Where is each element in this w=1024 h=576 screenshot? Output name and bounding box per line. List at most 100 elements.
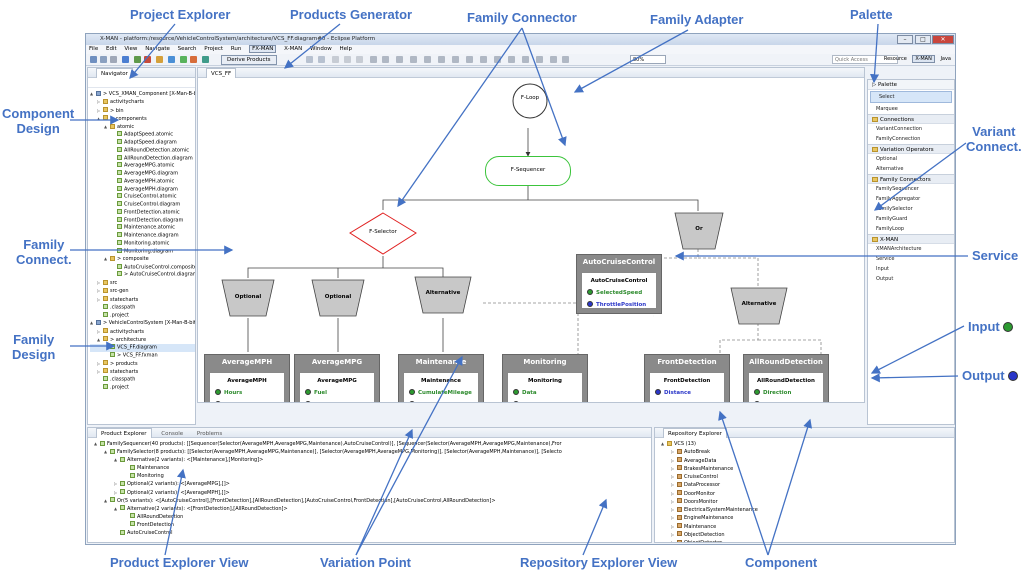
expand-arrow-icon[interactable]: ▲ bbox=[104, 497, 108, 503]
minimize-button[interactable]: – bbox=[897, 35, 913, 44]
palette-tool[interactable]: FamilyAggregator bbox=[876, 196, 921, 202]
tab-console[interactable]: Console bbox=[161, 431, 184, 437]
fill-color-icon[interactable] bbox=[344, 56, 351, 63]
product-tree-item[interactable]: FrontDetection bbox=[90, 521, 651, 529]
navigator-item[interactable]: VCS_FF.diagram bbox=[90, 344, 195, 352]
layout-icon[interactable] bbox=[452, 56, 459, 63]
component-maintenance[interactable]: MaintenanceMaintenanceCumulateMileageMes… bbox=[398, 354, 484, 402]
palette-tool[interactable]: FamilySelector bbox=[876, 206, 913, 212]
repository-item[interactable]: ▷DataProcessor bbox=[657, 481, 954, 489]
arrange-icon[interactable] bbox=[382, 56, 389, 63]
new-class-icon[interactable] bbox=[180, 56, 187, 63]
expand-arrow-icon[interactable]: ▷ bbox=[97, 360, 101, 366]
palette-tool[interactable]: VariantConnection bbox=[876, 126, 923, 132]
navigator-item[interactable]: ▲> architecture bbox=[90, 336, 195, 344]
input-port[interactable]: Fuel bbox=[305, 389, 374, 396]
expand-arrow-icon[interactable]: ▷ bbox=[671, 498, 675, 504]
navigator-item[interactable]: ▲> VehicleControlSystem [X-Man-B-bitbu bbox=[90, 319, 195, 327]
product-tree-item[interactable]: ▲Or(5 variants): <[AutoCruiseControl],[F… bbox=[90, 497, 651, 505]
navigator-item[interactable]: ▷activitycharts bbox=[90, 98, 195, 106]
palette-group-header[interactable]: Family Connectors bbox=[868, 174, 954, 184]
palette-tool[interactable]: FamilyConnection bbox=[876, 136, 921, 142]
expand-arrow-icon[interactable]: ▲ bbox=[104, 124, 108, 129]
navigator-item[interactable]: ▷statecharts bbox=[90, 368, 195, 376]
product-tree-item[interactable]: AutoCruiseControl bbox=[90, 529, 651, 537]
input-port[interactable]: SelectedSpeed bbox=[587, 289, 656, 296]
navigator-item[interactable]: ▷statecharts bbox=[90, 296, 195, 304]
expand-arrow-icon[interactable]: ▷ bbox=[97, 296, 101, 302]
repository-item[interactable]: ▷Maintenance bbox=[657, 523, 954, 531]
navigator-item[interactable]: .project bbox=[90, 383, 195, 392]
navigator-item[interactable]: AutoCruiseControl.composite bbox=[90, 263, 195, 272]
pin-icon[interactable] bbox=[508, 56, 515, 63]
menu-window[interactable]: Window bbox=[310, 46, 332, 52]
expand-arrow-icon[interactable]: ▲ bbox=[97, 336, 101, 342]
output-port[interactable]: Message bbox=[513, 401, 582, 402]
build-icon[interactable] bbox=[156, 56, 163, 63]
navigator-item[interactable]: .classpath bbox=[90, 303, 195, 312]
menu-navigate[interactable]: Navigate bbox=[145, 46, 170, 52]
palette-tool[interactable]: FamilyLoop bbox=[876, 226, 905, 232]
output-port[interactable]: ThrottlePosition bbox=[587, 301, 656, 308]
filter-icon[interactable] bbox=[522, 56, 529, 63]
menu-fx-man[interactable]: FX-MAN bbox=[249, 45, 277, 53]
navigator-item[interactable]: Monitoring.atomic bbox=[90, 239, 195, 248]
product-tree-item[interactable]: Monitoring bbox=[90, 472, 651, 480]
expand-arrow-icon[interactable]: ▷ bbox=[114, 489, 118, 495]
input-port[interactable]: Hours bbox=[215, 389, 284, 396]
input-port[interactable]: CumulateMileage bbox=[409, 389, 478, 396]
expand-arrow-icon[interactable]: ▲ bbox=[97, 115, 101, 121]
f-loop-node[interactable] bbox=[510, 81, 550, 121]
distribute-icon[interactable] bbox=[410, 56, 417, 63]
navigator-item[interactable]: AdaptSpeed.atomic bbox=[90, 131, 195, 139]
expand-arrow-icon[interactable]: ▷ bbox=[97, 368, 101, 374]
expand-arrow-icon[interactable]: ▷ bbox=[671, 457, 675, 463]
input-port[interactable]: Data bbox=[513, 389, 582, 396]
connector-icon[interactable] bbox=[536, 56, 543, 63]
menu-project[interactable]: Project bbox=[204, 46, 224, 52]
f-selector-node[interactable] bbox=[348, 211, 418, 256]
maximize-button[interactable]: □ bbox=[915, 35, 931, 44]
align-icon[interactable] bbox=[370, 56, 377, 63]
navigator-item[interactable]: AverageMPH.atomic bbox=[90, 177, 195, 186]
expand-arrow-icon[interactable]: ▷ bbox=[114, 481, 118, 487]
expand-arrow-icon[interactable]: ▷ bbox=[97, 99, 101, 105]
palette-tool[interactable]: XMANArchitecture bbox=[876, 246, 922, 252]
menu-file[interactable]: File bbox=[89, 46, 99, 52]
input-port[interactable]: Direction bbox=[754, 389, 823, 396]
expand-arrow-icon[interactable]: ▷ bbox=[671, 474, 675, 479]
expand-arrow-icon[interactable]: ▷ bbox=[97, 328, 101, 334]
tab-navigator[interactable]: Navigator bbox=[96, 68, 133, 78]
palette-tool[interactable]: Service bbox=[876, 256, 895, 262]
input-port[interactable]: Miles bbox=[215, 401, 284, 402]
palette-tool[interactable]: Alternative bbox=[876, 166, 904, 172]
navigator-item[interactable]: ▷src-gen bbox=[90, 287, 195, 295]
undo-icon[interactable] bbox=[306, 56, 313, 63]
tool-icon[interactable] bbox=[190, 56, 197, 63]
navigator-item[interactable]: AllRoundDetection.diagram bbox=[90, 154, 195, 163]
palette-group-header[interactable]: Variation Operators bbox=[868, 144, 954, 154]
expand-arrow-icon[interactable]: ▷ bbox=[671, 507, 675, 512]
print-icon[interactable] bbox=[122, 56, 129, 63]
palette-group-header[interactable]: Connections bbox=[868, 114, 954, 124]
alternative-node-1[interactable] bbox=[413, 275, 473, 315]
navigator-item[interactable]: > VCS_FF.fxman bbox=[90, 351, 195, 360]
navigator-item[interactable]: AverageMPG.diagram bbox=[90, 170, 195, 178]
debug-icon[interactable] bbox=[144, 56, 151, 63]
alternative-node-2[interactable] bbox=[729, 286, 789, 326]
repository-item[interactable]: ▷ElectricalSystemMaintenance bbox=[657, 506, 954, 514]
component-averagempg[interactable]: AverageMPGAverageMPGFuelAverageMPGMiles bbox=[294, 354, 380, 402]
grid-icon[interactable] bbox=[438, 56, 445, 63]
repository-item[interactable]: ▷BrakesMaintenance bbox=[657, 465, 954, 473]
navigator-item[interactable]: CruiseControl.diagram bbox=[90, 201, 195, 209]
menu-edit[interactable]: Edit bbox=[105, 46, 117, 52]
menu-x-man[interactable]: X-MAN bbox=[284, 46, 303, 52]
expand-arrow-icon[interactable]: ▷ bbox=[671, 449, 675, 455]
derive-products-button[interactable]: Derive Products bbox=[221, 55, 277, 65]
optional-node-2[interactable] bbox=[310, 278, 366, 318]
expand-arrow-icon[interactable]: ▷ bbox=[97, 280, 101, 285]
navigator-item[interactable]: Maintenance.diagram bbox=[90, 232, 195, 240]
navigator-item[interactable]: ▲> composite bbox=[90, 255, 195, 263]
navigator-item[interactable]: FrontDetection.atomic bbox=[90, 208, 195, 217]
